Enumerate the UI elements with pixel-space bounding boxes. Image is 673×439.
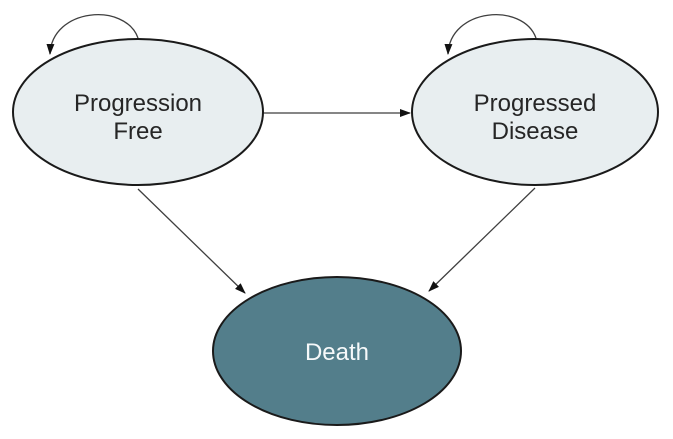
edge-progressed-disease-to-death [428, 187, 536, 292]
node-death [212, 276, 462, 426]
edge-progression-free-to-death [137, 188, 246, 294]
node-progressed-disease [411, 38, 659, 186]
node-death-label: Death [305, 339, 369, 366]
node-progressed-disease-label-line2: Disease [492, 118, 579, 145]
node-progression-free-label-line2: Free [113, 118, 162, 145]
edge-progression-free-self-loop [46, 14, 139, 55]
node-progressed-disease-label-line1: Progressed [474, 90, 597, 117]
node-progression-free [12, 38, 264, 186]
edge-progressed-disease-self-loop [444, 14, 537, 55]
node-progression-free-label-line1: Progression [74, 90, 202, 117]
